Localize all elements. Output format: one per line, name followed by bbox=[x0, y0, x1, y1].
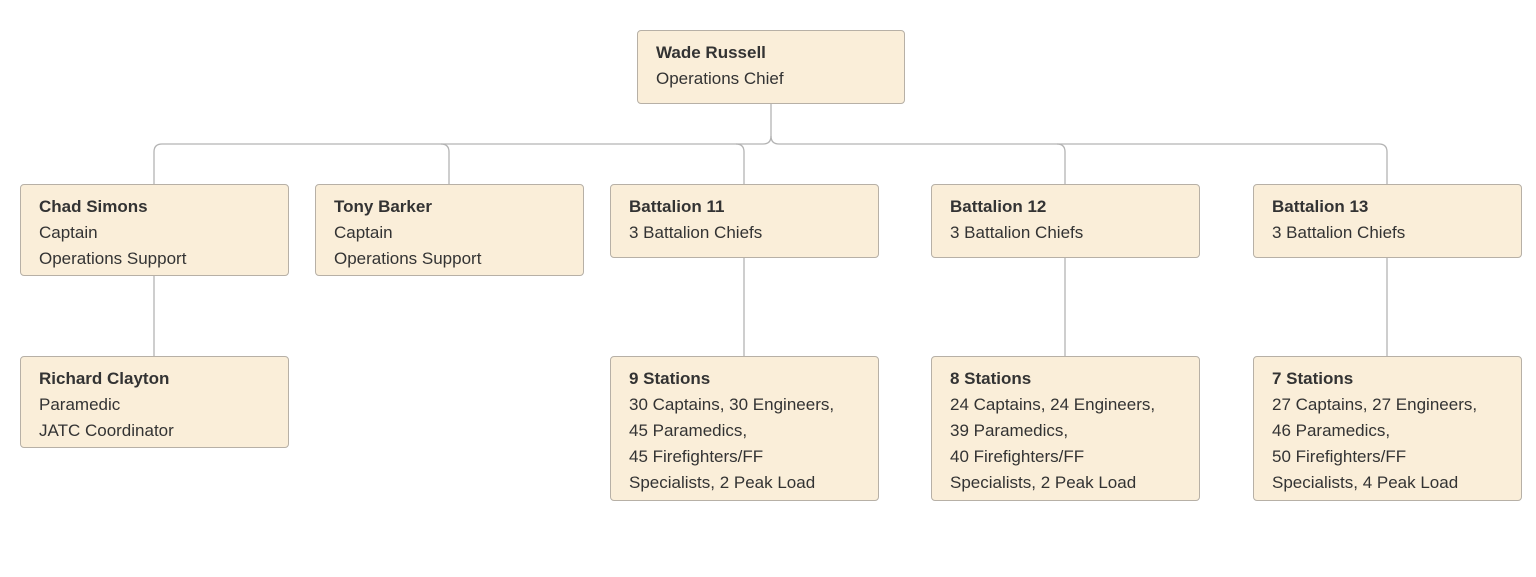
node-name: Chad Simons bbox=[39, 197, 148, 216]
node-name: 8 Stations bbox=[950, 369, 1032, 388]
node-title: Captain bbox=[334, 223, 393, 242]
node-tony-barker: Tony Barker Captain Operations Support bbox=[315, 184, 584, 276]
node-battalion-13: Battalion 13 3 Battalion Chiefs bbox=[1253, 184, 1522, 258]
connector-b12 bbox=[1056, 143, 1066, 184]
node-name: 7 Stations bbox=[1272, 369, 1354, 388]
node-detail-line: Specialists, 2 Peak Load bbox=[950, 473, 1137, 492]
node-detail-line: 27 Captains, 27 Engineers, bbox=[1272, 395, 1478, 414]
connector-tony bbox=[440, 143, 450, 184]
node-richard-clayton: Richard Clayton Paramedic JATC Coordinat… bbox=[20, 356, 289, 448]
node-title: Operations Chief bbox=[656, 69, 784, 88]
node-detail-line: 30 Captains, 30 Engineers, bbox=[629, 395, 835, 414]
node-role: JATC Coordinator bbox=[39, 421, 174, 440]
node-detail-line: Specialists, 2 Peak Load bbox=[629, 473, 816, 492]
node-battalion-12: Battalion 12 3 Battalion Chiefs bbox=[931, 184, 1200, 258]
node-name: Tony Barker bbox=[334, 197, 432, 216]
node-battalion-11: Battalion 11 3 Battalion Chiefs bbox=[610, 184, 879, 258]
node-8-stations: 8 Stations 24 Captains, 24 Engineers, 39… bbox=[931, 356, 1200, 501]
node-name: Wade Russell bbox=[656, 43, 766, 62]
node-detail-line: 45 Firefighters/FF bbox=[629, 447, 764, 466]
node-wade-russell: Wade Russell Operations Chief bbox=[637, 30, 905, 104]
node-name: 9 Stations bbox=[629, 369, 711, 388]
node-detail: 3 Battalion Chiefs bbox=[629, 223, 763, 242]
node-9-stations: 9 Stations 30 Captains, 30 Engineers, 45… bbox=[610, 356, 879, 501]
node-detail-line: 50 Firefighters/FF bbox=[1272, 447, 1407, 466]
node-detail-line: 40 Firefighters/FF bbox=[950, 447, 1085, 466]
node-detail-line: 45 Paramedics, bbox=[629, 421, 748, 440]
connector-root-right bbox=[770, 135, 1388, 184]
node-title: Paramedic bbox=[39, 395, 121, 414]
node-chad-simons: Chad Simons Captain Operations Support bbox=[20, 184, 289, 276]
node-name: Richard Clayton bbox=[39, 369, 170, 388]
node-department: Operations Support bbox=[334, 249, 482, 268]
node-title: Captain bbox=[39, 223, 98, 242]
node-detail-line: 39 Paramedics, bbox=[950, 421, 1069, 440]
node-7-stations: 7 Stations 27 Captains, 27 Engineers, 46… bbox=[1253, 356, 1522, 501]
node-detail-line: Specialists, 4 Peak Load bbox=[1272, 473, 1459, 492]
node-detail-line: 24 Captains, 24 Engineers, bbox=[950, 395, 1156, 414]
node-detail: 3 Battalion Chiefs bbox=[1272, 223, 1406, 242]
node-name: Battalion 13 bbox=[1272, 197, 1369, 216]
connector-b11 bbox=[735, 143, 745, 184]
node-detail: 3 Battalion Chiefs bbox=[950, 223, 1084, 242]
node-name: Battalion 12 bbox=[950, 197, 1047, 216]
node-name: Battalion 11 bbox=[629, 197, 725, 216]
connector-root-trunk bbox=[153, 104, 772, 184]
node-department: Operations Support bbox=[39, 249, 187, 268]
node-detail-line: 46 Paramedics, bbox=[1272, 421, 1391, 440]
